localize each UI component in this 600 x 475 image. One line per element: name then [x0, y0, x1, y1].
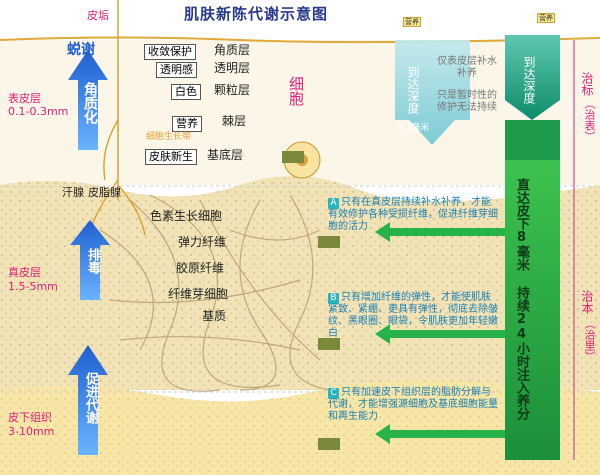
- hair-follicle: [91, 0, 146, 236]
- detox-label: 排毒: [85, 248, 100, 274]
- epi-box-0: 收敛保护: [144, 44, 196, 60]
- skin-surface-line: [0, 36, 600, 44]
- epi-box-2: 白色: [171, 84, 201, 100]
- sebaceous-gland-label: 皮脂腺: [88, 186, 121, 199]
- note-c-badge: C: [328, 388, 339, 399]
- root-treat-paren: （治里）: [583, 318, 596, 362]
- shallow-panel-title: 到达深度: [406, 66, 420, 114]
- epi-layer-2: 颗粒层: [214, 83, 251, 97]
- metabolism-label: 促进代谢: [83, 372, 98, 424]
- deep-depth-arrow: [505, 35, 560, 120]
- dermis-depth: 1.5-5mm: [8, 280, 58, 293]
- dermis-part-0: 色素生长细胞: [150, 209, 223, 223]
- shallow-depth-value: 0.3毫米: [397, 123, 430, 133]
- delivery-arrows: [375, 222, 505, 444]
- surface-treat-paren: （治表）: [583, 98, 596, 142]
- epidermis-label: 表皮层: [8, 92, 41, 105]
- dermis-part-4: 基质: [202, 309, 227, 323]
- dermis-label: 真皮层: [8, 266, 41, 279]
- hypodermis-label: 皮下组织: [8, 411, 52, 424]
- sweat-gland-label: 汗腺: [62, 186, 84, 199]
- epi-layer-4: 基底层: [207, 148, 244, 162]
- dermis-part-3: 纤维芽细胞: [168, 287, 229, 301]
- note-c-text: 只有加速皮下组织层的脂肪分解与代谢，才能增强源细胞及基底细胞能量和再生能力: [328, 387, 498, 422]
- dermis-part-1: 弹力纤维: [178, 235, 227, 249]
- epi-layer-3: 棘层: [222, 114, 247, 128]
- epidermis-depth: 0.1-0.3mm: [8, 105, 69, 118]
- dead-skin-label: 皮垢: [87, 9, 109, 22]
- epi-layer-1: 透明层: [214, 61, 251, 75]
- cell-label: 细胞: [287, 76, 305, 106]
- shallow-note-2: 只是暂时性的修护无法持续: [437, 90, 497, 113]
- note-a-badge: A: [328, 198, 339, 209]
- molting-label: 蜕谢: [67, 42, 95, 58]
- epi-layer-0: 角质层: [214, 43, 251, 57]
- nutrition-tag-shallow: 营养: [403, 17, 421, 27]
- shallow-depth-arrow: [395, 40, 470, 145]
- note-b-badge: B: [328, 293, 339, 304]
- cell-growth-label: 细胞生长带: [146, 132, 192, 142]
- epi-box-1: 透明感: [156, 62, 197, 78]
- deep-panel-main: 直达皮下8毫米 持续24小时注入养分: [514, 178, 529, 420]
- nutrition-carts: [282, 151, 340, 450]
- epi-box-4: 皮肤新生: [145, 149, 197, 165]
- shallow-note-1: 仅表皮层补水补养: [437, 56, 497, 79]
- deep-panel-title: 到达深度: [522, 56, 536, 104]
- metabolism-arrow: [68, 345, 108, 455]
- hypodermis-depth: 3-10mm: [8, 425, 55, 438]
- note-a-text: 只有在真皮层持续补水补养，才能有效修护各种受损纤维，促进纤维芽细胞的活力: [328, 197, 498, 232]
- epi-box-3: 营养: [172, 116, 202, 132]
- root-treat-label: 治本: [580, 290, 594, 314]
- dermis-fibers: [99, 194, 331, 392]
- hypodermis-texture: [0, 380, 600, 475]
- deep-bar-top: [505, 120, 560, 160]
- dermis-part-2: 胶原纤维: [176, 261, 225, 275]
- keratin-arrow: [68, 50, 108, 150]
- nutrition-tag-deep: 营养: [537, 13, 555, 23]
- page-title: 肌肤新陈代谢示意图: [184, 5, 329, 23]
- note-b-text: 只有增加纤维的弹性，才能使肌肤紧致、紧绷、更具有弹性，彻底去除皱纹、黑眼圈、眼袋…: [328, 292, 498, 339]
- keratinization-label: 角质化: [82, 82, 98, 124]
- detox-arrow: [70, 220, 110, 300]
- deep-bar: [505, 160, 560, 460]
- surface-treat-label: 治标: [580, 72, 594, 96]
